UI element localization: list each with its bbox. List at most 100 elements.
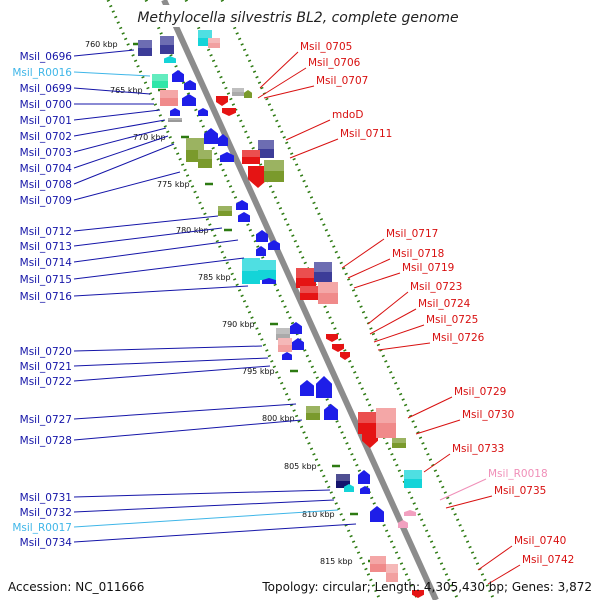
- label-leader-line: [445, 495, 493, 509]
- label-leader-line: [259, 51, 299, 89]
- gene-feature-red: [340, 352, 350, 360]
- gene-feature-blue: [182, 94, 196, 106]
- gene-label-left: Msil_0708: [20, 179, 72, 191]
- label-leader-line: [73, 71, 151, 77]
- label-leader-line: [73, 109, 161, 121]
- gene-label-right: Msil_0726: [432, 332, 485, 344]
- label-leader-line: [369, 308, 417, 335]
- kbp-tick-label: 800 kbp: [262, 414, 295, 423]
- gene-label-left: Msil_0732: [20, 507, 72, 519]
- gene-feature-blue: [316, 376, 332, 398]
- gene-label-left: Msil_0696: [20, 51, 73, 63]
- label-leader-line: [73, 345, 263, 352]
- gene-label-right: Msil_0707: [316, 75, 368, 87]
- label-leader-line: [73, 403, 297, 420]
- label-leader-line: [73, 127, 167, 153]
- gene-feature-salmon: [376, 408, 396, 438]
- label-leader-line: [73, 357, 269, 367]
- gene-feature-salmon: [160, 90, 178, 106]
- gene-feature-salmon: [318, 282, 338, 304]
- gene-feature-pink: [404, 510, 416, 516]
- gene-feature-red: [300, 286, 318, 300]
- gene-feature-blue: [236, 200, 248, 210]
- gene-label-left: Msil_0721: [20, 361, 72, 373]
- label-leader-line: [439, 478, 487, 501]
- gene-label-left: Msil_0703: [20, 147, 72, 159]
- gene-feature-pink: [398, 520, 408, 528]
- gene-feature-gray: [232, 88, 244, 96]
- gene-feature-red: [412, 590, 424, 598]
- gene-label-right: Msil_0705: [300, 41, 352, 53]
- gene-feature-blue: [268, 240, 280, 250]
- gene-feature-pink: [386, 564, 398, 582]
- label-leader-line: [377, 342, 431, 351]
- gene-feature-olive: [306, 406, 320, 420]
- kbp-tick-label: 760 kbp: [85, 40, 118, 49]
- label-leader-line: [341, 238, 385, 269]
- kbp-tick-label: 765 kbp: [110, 86, 143, 95]
- label-leader-line: [73, 499, 335, 513]
- label-leader-line: [73, 257, 245, 280]
- gene-label-left: Msil_0709: [20, 195, 72, 207]
- label-leader-line: [73, 171, 181, 201]
- gene-label-left: Msil_0712: [20, 226, 72, 238]
- label-leader-line: [73, 489, 331, 498]
- label-group: Msil_0696Msil_R0016Msil_0699Msil_0700Msi…: [12, 41, 574, 566]
- label-leader-line: [289, 138, 339, 159]
- gene-feature-blue: [292, 338, 304, 350]
- gene-feature-group: [138, 30, 424, 598]
- gene-feature-blue: [238, 212, 250, 222]
- gene-feature-olive: [244, 90, 252, 98]
- gene-feature-pink: [278, 338, 292, 352]
- gene-label-right: Msil_0718: [392, 248, 444, 260]
- label-leader-line: [477, 545, 513, 571]
- gene-feature-red: [326, 334, 338, 342]
- label-leader-line: [487, 564, 521, 585]
- gene-feature-blue: [198, 108, 208, 116]
- gene-feature-gray: [168, 118, 182, 122]
- gene-label-left: Msil_0728: [20, 435, 72, 447]
- gene-feature-blue: [184, 80, 196, 90]
- gene-feature-red: [358, 412, 376, 434]
- gene-feature-blue: [262, 278, 276, 284]
- gene-label-left: Msil_0716: [20, 291, 73, 303]
- gene-label-left: Msil_0727: [20, 414, 72, 426]
- gene-feature-red: [242, 150, 260, 164]
- gene-feature-blue: [256, 246, 266, 256]
- gene-feature-cyan: [404, 470, 422, 488]
- gene-feature-red: [216, 96, 228, 106]
- title-backdrop: [138, 5, 464, 27]
- gene-feature-olive: [218, 206, 232, 216]
- label-leader-line: [407, 396, 453, 419]
- gene-label-left: Msil_R0017: [12, 522, 72, 534]
- kbp-tick-label: 790 kbp: [222, 320, 255, 329]
- gene-label-right: Msil_R0018: [488, 468, 548, 480]
- gene-label-right: Msil_0729: [454, 386, 506, 398]
- gene-label-left: Msil_0734: [20, 537, 73, 549]
- label-leader-line: [73, 365, 271, 382]
- label-leader-line: [73, 239, 239, 263]
- gene-feature-gray: [276, 328, 290, 340]
- gene-feature-blue: [300, 380, 314, 396]
- label-leader-line: [73, 509, 339, 528]
- label-leader-line: [257, 67, 307, 99]
- label-leader-line: [423, 453, 451, 473]
- label-leader-group: [73, 49, 521, 585]
- kbp-tick-label: 785 kbp: [198, 273, 231, 282]
- gene-feature-green: [152, 74, 168, 88]
- gene-feature-blue: [324, 404, 338, 420]
- label-leader-line: [73, 227, 223, 247]
- gene-feature-olive: [264, 160, 284, 182]
- kbp-tick-label: 815 kbp: [320, 557, 353, 566]
- accession-text: Accession: NC_011666: [8, 580, 145, 594]
- label-leader-line: [73, 87, 151, 95]
- kbp-tick-label: 795 kbp: [242, 367, 275, 376]
- gene-feature-cyan: [164, 56, 176, 63]
- label-leader-line: [73, 143, 175, 185]
- gene-feature-navy: [336, 474, 350, 488]
- kbp-tick-label: 780 kbp: [176, 226, 209, 235]
- gene-label-right: Msil_0730: [462, 409, 514, 421]
- gene-feature-cyan: [344, 484, 354, 492]
- gene-label-right: Msil_0711: [340, 128, 392, 140]
